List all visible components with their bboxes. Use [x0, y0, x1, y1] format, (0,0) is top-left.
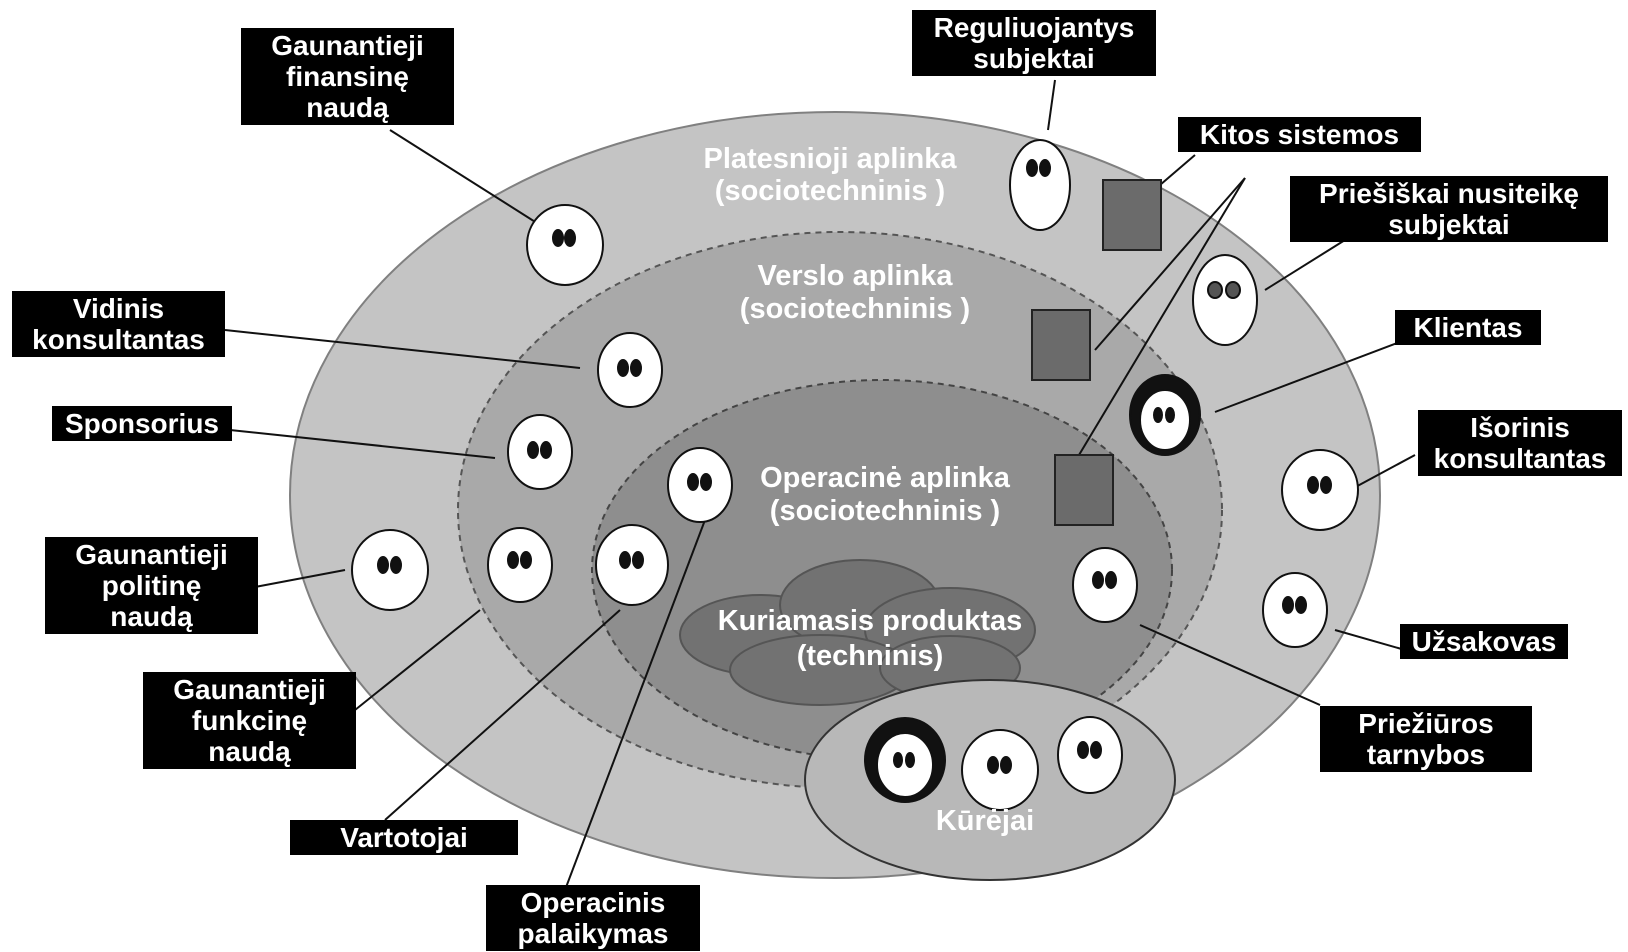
- label-line: naudą: [306, 92, 389, 123]
- window-icon: [1054, 454, 1114, 526]
- window-icon: [1102, 179, 1162, 251]
- label-political: Gaunantieji politinę naudą: [45, 537, 258, 634]
- label-line: finansinę: [286, 61, 409, 92]
- label-hostile: Priešiškai nusiteikę subjektai: [1290, 176, 1608, 242]
- label-line: Vartotojai: [340, 822, 468, 853]
- business-zone-line2: (sociotechninis ): [740, 293, 970, 325]
- face-icon: [864, 717, 946, 803]
- face-icon: [1009, 139, 1071, 231]
- product-zone-line1: Kuriamasis produktas: [718, 605, 1023, 637]
- label-line: Priešiškai nusiteikę: [1319, 178, 1579, 209]
- label-external-consultant: Išorinis konsultantas: [1418, 410, 1622, 476]
- wider-zone-line1: Platesnioji aplinka: [703, 143, 957, 175]
- label-line: Reguliuojantys: [933, 12, 1135, 43]
- label-line: palaikymas: [517, 918, 669, 949]
- label-line: Operacinis: [520, 887, 666, 918]
- label-client: Klientas: [1395, 310, 1541, 345]
- label-line: Užsakovas: [1411, 626, 1557, 657]
- connector-lines: [224, 79, 1416, 891]
- stakeholder-figures: [351, 139, 1359, 811]
- face-icon: [1192, 254, 1258, 346]
- label-line: politinę: [101, 570, 202, 601]
- label-line: naudą: [208, 736, 291, 767]
- label-internal-consultant: Vidinis konsultantas: [12, 291, 225, 357]
- developers-zone-label: Kūrėjai: [936, 805, 1034, 837]
- label-line: Gaunantieji: [75, 539, 228, 570]
- face-icon: [1262, 572, 1328, 648]
- face-icon: [961, 729, 1039, 811]
- window-icon: [1031, 309, 1091, 381]
- face-icon: [597, 332, 663, 408]
- system-boxes: [1031, 179, 1162, 526]
- label-line: funkcinę: [191, 705, 308, 736]
- label-line: Klientas: [1413, 312, 1523, 343]
- face-icon: [595, 524, 669, 606]
- wider-zone-line2: (sociotechninis ): [715, 175, 945, 207]
- label-regulators: Reguliuojantys subjektai: [912, 10, 1156, 76]
- label-line: Išorinis: [1470, 412, 1570, 443]
- label-maintenance: Priežiūros tarnybos: [1320, 706, 1532, 772]
- face-icon: [1129, 374, 1201, 456]
- face-icon: [1281, 449, 1359, 531]
- face-icon: [1072, 547, 1138, 623]
- face-icon: [526, 204, 604, 286]
- label-line: konsultantas: [32, 324, 205, 355]
- label-customer: Užsakovas: [1400, 624, 1568, 659]
- label-line: subjektai: [1388, 209, 1510, 240]
- product-zone-line2: (techninis): [797, 640, 944, 672]
- face-icon: [351, 529, 429, 611]
- label-line: naudą: [110, 601, 193, 632]
- label-financial: Gaunantieji finansinę naudą: [241, 28, 454, 125]
- label-line: Kitos sistemos: [1199, 119, 1400, 150]
- operational-zone-line2: (sociotechninis ): [770, 495, 1000, 527]
- face-icon: [1057, 716, 1123, 794]
- operational-zone-line1: Operacinė aplinka: [760, 462, 1011, 494]
- label-sponsor: Sponsorius: [52, 406, 232, 441]
- face-icon: [487, 527, 553, 603]
- label-op-support: Operacinis palaikymas: [486, 885, 700, 951]
- label-users: Vartotojai: [290, 820, 518, 855]
- label-line: tarnybos: [1366, 739, 1486, 770]
- label-other-systems: Kitos sistemos: [1178, 117, 1421, 152]
- face-icon: [667, 447, 733, 523]
- label-line: Vidinis: [72, 293, 165, 324]
- label-line: subjektai: [973, 43, 1095, 74]
- label-line: Sponsorius: [64, 408, 219, 439]
- label-line: Priežiūros: [1358, 708, 1494, 739]
- label-functional: Gaunantieji funkcinę naudą: [143, 672, 356, 769]
- face-icon: [507, 414, 573, 490]
- business-zone-line1: Verslo aplinka: [757, 260, 953, 292]
- label-line: konsultantas: [1433, 443, 1607, 474]
- label-line: Gaunantieji: [173, 674, 326, 705]
- label-line: Gaunantieji: [271, 30, 424, 61]
